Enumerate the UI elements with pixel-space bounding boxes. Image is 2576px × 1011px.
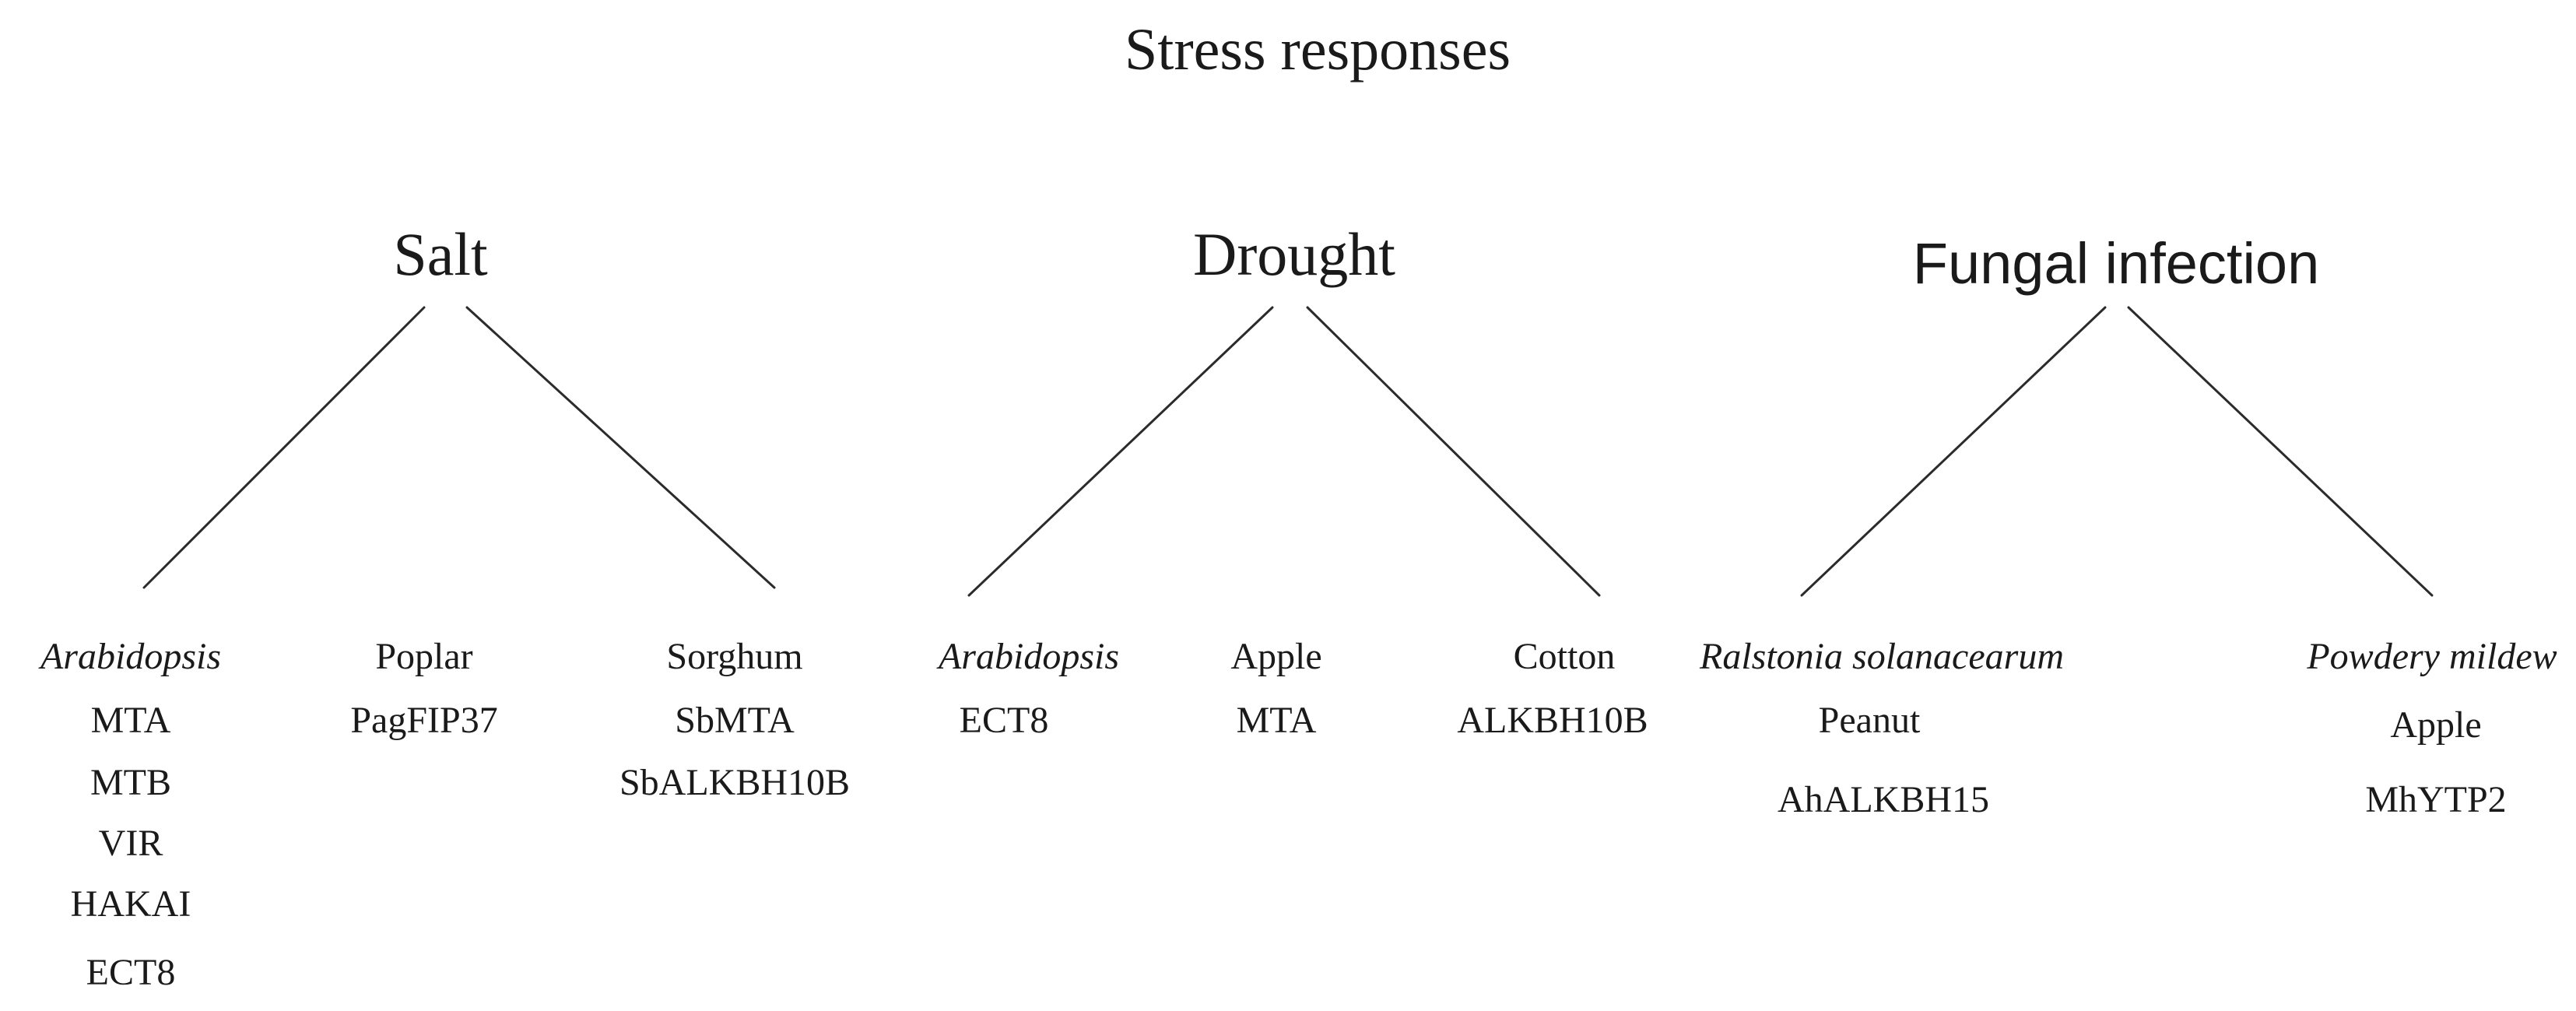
- drought-cotton-header: Cotton: [1513, 636, 1616, 677]
- category-drought: Drought: [1193, 220, 1395, 288]
- drought-apple-header: Apple: [1230, 636, 1322, 677]
- salt-sorghum-gene: SbMTA: [675, 700, 795, 741]
- category-salt: Salt: [393, 220, 488, 288]
- category-fungal-infection: Fungal infection: [1912, 231, 2320, 296]
- fungal-branch-left: [1800, 306, 2107, 597]
- fungal-branch-right: [2127, 306, 2434, 597]
- salt-arabidopsis-gene: HAKAI: [70, 883, 191, 925]
- fungal-powdery-mildew-header: Powdery mildew: [2307, 636, 2557, 677]
- diagram-title: Stress responses: [1124, 17, 1511, 82]
- salt-sorghum-header: Sorghum: [666, 636, 803, 677]
- drought-arabidopsis-gene: ECT8: [959, 700, 1049, 741]
- drought-branch-right: [1306, 306, 1601, 597]
- fungal-powdery-mildew-gene: MhYTP2: [2365, 779, 2507, 820]
- salt-arabidopsis-gene: MTB: [89, 762, 172, 803]
- fungal-ralstonia-header: Ralstonia solanacearum: [1700, 636, 2064, 677]
- salt-arabidopsis-gene: MTA: [90, 700, 171, 741]
- salt-branch-left: [142, 306, 426, 589]
- fungal-ralstonia-gene: Peanut: [1818, 700, 1921, 741]
- salt-arabidopsis-gene: VIR: [98, 823, 163, 864]
- fungal-powdery-mildew-gene: Apple: [2390, 704, 2482, 746]
- salt-poplar-gene: PagFIP37: [350, 700, 498, 741]
- fungal-ralstonia-gene: AhALKBH15: [1778, 779, 1989, 820]
- drought-apple-gene: MTA: [1236, 700, 1317, 741]
- salt-branch-right: [465, 306, 776, 589]
- salt-sorghum-gene: SbALKBH10B: [619, 762, 851, 803]
- salt-arabidopsis-gene: ECT8: [86, 952, 176, 993]
- salt-poplar-header: Poplar: [375, 636, 473, 677]
- drought-cotton-gene: ALKBH10B: [1457, 700, 1648, 741]
- salt-arabidopsis-header: Arabidopsis: [40, 636, 222, 677]
- drought-arabidopsis-header: Arabidopsis: [938, 636, 1120, 677]
- drought-branch-left: [967, 306, 1274, 597]
